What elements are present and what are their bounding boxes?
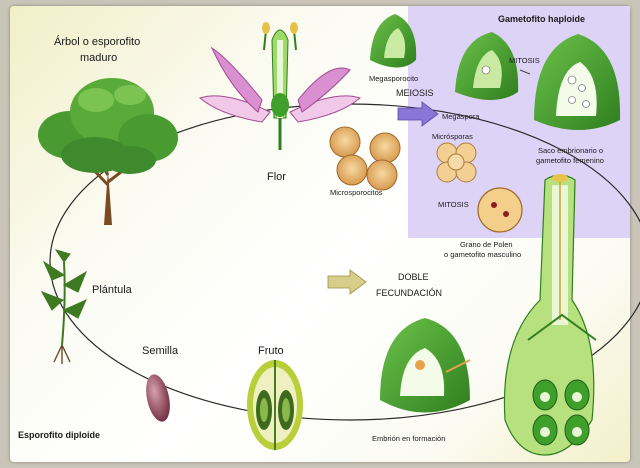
mitosis-arrow-top [519, 69, 531, 75]
flower-label: Flor [267, 171, 286, 183]
tree-illustration [38, 78, 178, 225]
megaspore-ovule [455, 32, 519, 100]
embryo-sac-label-line2: gametofito femenino [536, 156, 604, 165]
embryo-sac-ovule [534, 34, 621, 130]
fertilization-arrow [327, 269, 367, 295]
seedling-illustration [40, 249, 88, 364]
megaspore-label: Megáspora [442, 112, 480, 121]
pollen-label-line1: Grano de Polen [460, 240, 513, 249]
embryo-sac-label-line1: Saco embrionario o [538, 146, 604, 155]
meiosis-label: MEIOSIS [396, 88, 434, 98]
seedling-label: Plántula [92, 284, 132, 296]
diploid-sporophyte-label: Esporofito diploide [18, 430, 100, 440]
double-fertilization-label-line2: FECUNDACIÓN [376, 288, 443, 298]
pistil-illustration [503, 174, 597, 456]
microsporocytes [329, 126, 401, 191]
tree-label-line2: maduro [80, 52, 118, 64]
fruit-label: Fruto [258, 345, 284, 357]
haploid-gametophyte-label: Gametofito haploide [498, 14, 586, 24]
flower-illustration [198, 22, 362, 150]
double-fertilization-label-line1: DOBLE [398, 272, 429, 282]
mitosis-mid-label: MITOSIS [438, 200, 469, 209]
meiosis-arrow [397, 101, 439, 127]
megasporocyte-ovule [370, 14, 417, 68]
seed-label: Semilla [142, 345, 179, 357]
microspores-label: Micrósporas [432, 132, 473, 141]
megasporocyte-label: Megasporocito [369, 74, 419, 83]
seed-illustration [146, 374, 170, 422]
embryo-label: Embrión en formación [372, 434, 446, 443]
microsporocytes-label: Microsporocitos [330, 188, 383, 197]
embryo-ovule [380, 318, 471, 413]
tree-label-line1: Árbol o esporofito [54, 36, 141, 48]
fruit-illustration [247, 360, 303, 450]
pollen-grain [477, 187, 523, 233]
microspores [436, 142, 477, 183]
mitosis-top-label: MITOSIS [509, 56, 540, 65]
pollen-label-line2: o gametofito masculino [444, 250, 522, 259]
